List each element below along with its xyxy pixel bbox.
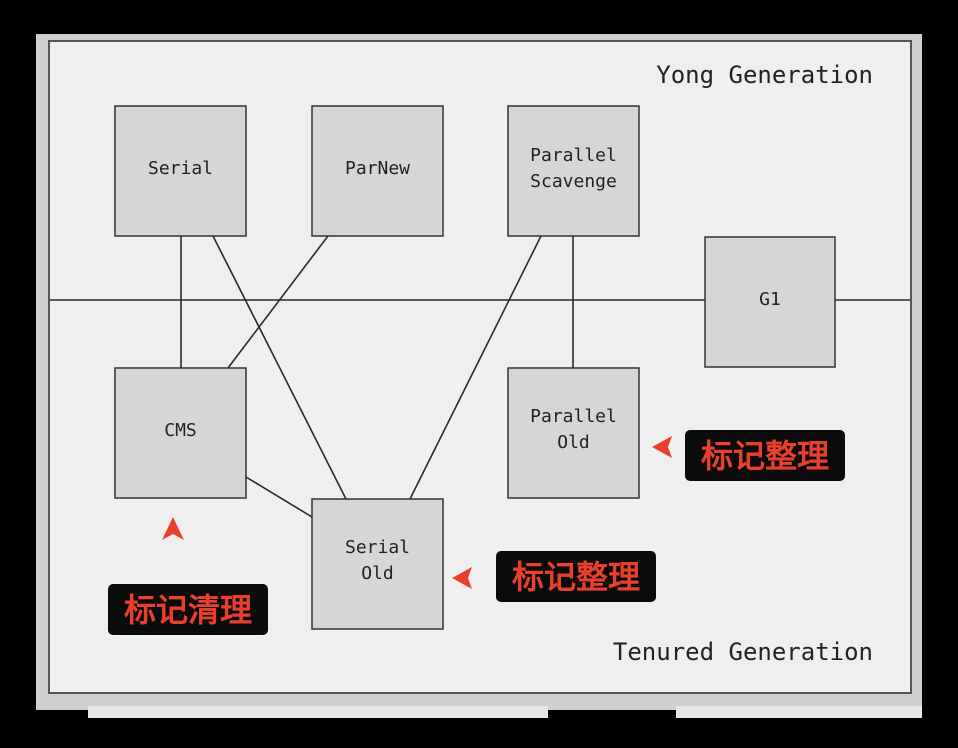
connector-parnew-cms	[227, 235, 329, 369]
collector-serial-old: Serial Old	[311, 498, 444, 630]
callout-badge	[496, 551, 656, 602]
callout-serial-old: 标记整理	[452, 551, 656, 602]
young-generation-label: Yong Generation	[656, 61, 873, 89]
callout-badge	[685, 430, 845, 481]
collector-parallel-scavenge: Parallel Scavenge	[507, 105, 640, 237]
tenured-generation-label: Tenured Generation	[613, 638, 873, 666]
background-strip	[88, 706, 548, 718]
collector-label: Parallel	[530, 406, 617, 427]
connector-cms-serialold	[245, 476, 313, 518]
collector-cms: CMS	[114, 367, 247, 499]
collector-label: Old	[361, 563, 394, 584]
collector-label: Serial	[148, 158, 213, 179]
collector-label: Scavenge	[530, 171, 617, 192]
left-arrow-icon	[452, 567, 472, 589]
collector-label: Serial	[345, 537, 410, 558]
collector-serial: Serial	[114, 105, 247, 237]
collector-label: G1	[759, 289, 781, 310]
callout-parallel-old: 标记整理	[652, 430, 845, 481]
up-arrow-icon	[162, 517, 184, 540]
connector-serial-serialold	[212, 235, 347, 500]
background-strip	[676, 706, 922, 718]
callout-label: 标记整理	[512, 558, 640, 596]
callout-label: 标记整理	[701, 437, 829, 475]
collector-label: Old	[557, 432, 590, 453]
callout-label: 标记清理	[124, 591, 252, 629]
collector-parallel-old: Parallel Old	[507, 367, 640, 499]
connector-parallelscavenge-serialold	[409, 235, 542, 500]
callout-cms: 标记清理	[108, 517, 268, 635]
collector-g1: G1	[704, 236, 836, 368]
collector-parnew: ParNew	[311, 105, 444, 237]
collector-label: Parallel	[530, 145, 617, 166]
collector-label: CMS	[164, 420, 197, 441]
callout-badge	[108, 584, 268, 635]
collector-label: ParNew	[345, 158, 410, 179]
left-arrow-icon	[652, 436, 672, 458]
